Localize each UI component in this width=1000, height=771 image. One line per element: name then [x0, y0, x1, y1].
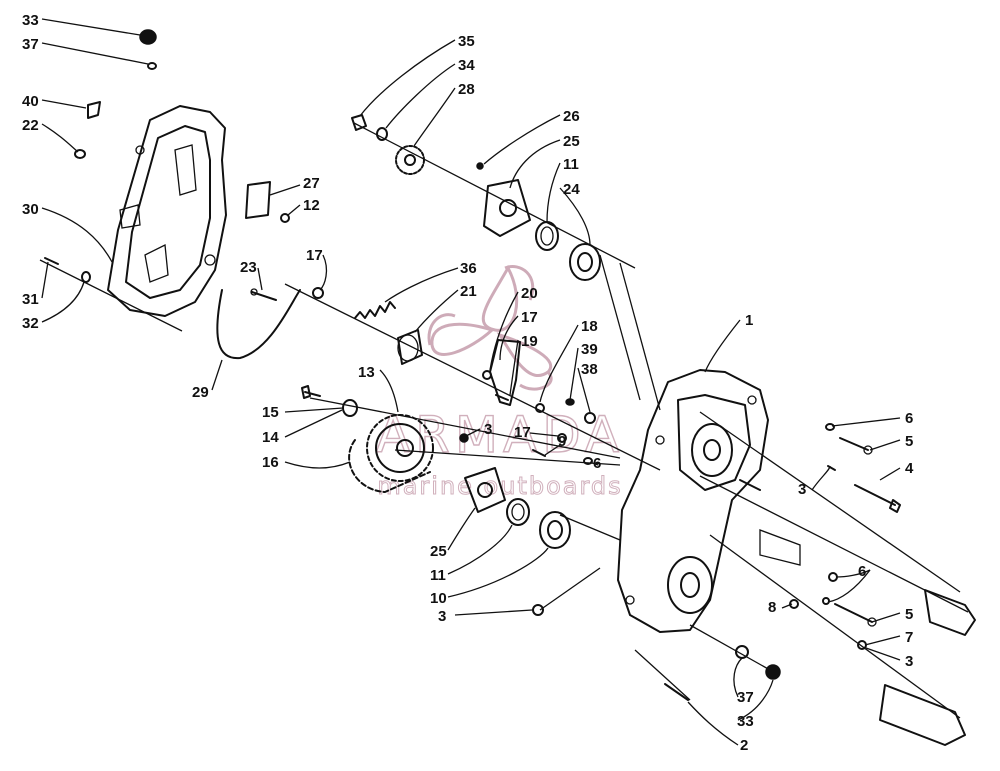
watermark-brand: ARMADA [376, 406, 624, 464]
assembly-axes [39, 122, 969, 719]
callout-6-center: 6 [593, 455, 601, 472]
callout-26: 26 [563, 108, 580, 125]
callout-24: 24 [563, 181, 580, 198]
callout-17-mid: 17 [521, 309, 538, 326]
callout-2: 2 [740, 737, 748, 754]
leader-lines [41, 18, 901, 746]
part-5-bolt-lower [834, 603, 877, 627]
callout-33-bottom: 33 [737, 713, 754, 730]
callout-7: 7 [905, 629, 913, 646]
part-1-chaincase-housing [617, 369, 801, 633]
callout-3-bottom-right: 3 [905, 653, 913, 670]
part-25-bearing-flange-lower [464, 467, 506, 513]
callout-5-top: 5 [905, 433, 913, 450]
part-25-bearing-flange-upper [483, 179, 531, 237]
callout-31: 31 [22, 291, 39, 308]
callout-12: 12 [303, 197, 320, 214]
part-24-bearing [569, 243, 601, 281]
part-21-roller [397, 329, 423, 365]
callout-3-bottom-left: 3 [438, 608, 446, 625]
callout-25-bottom: 25 [430, 543, 447, 560]
callout-28: 28 [458, 81, 475, 98]
callout-21: 21 [460, 283, 477, 300]
callout-18: 18 [581, 318, 598, 335]
callout-22: 22 [22, 117, 39, 134]
driveshaft-lower [879, 684, 966, 746]
callout-9: 9 [558, 433, 566, 450]
callout-37-bottom: 37 [737, 689, 754, 706]
small-hardware [44, 29, 867, 701]
callout-4: 4 [905, 460, 914, 477]
callout-38: 38 [581, 361, 598, 378]
callout-40: 40 [22, 93, 39, 110]
callout-15: 15 [262, 404, 279, 421]
part-10-bearing [539, 511, 571, 549]
callout-37-top: 37 [22, 36, 39, 53]
callout-5-bottom: 5 [905, 606, 913, 623]
part-23-pin [250, 288, 277, 301]
callout-11-bottom: 11 [430, 567, 446, 584]
part-34-washer [376, 127, 388, 141]
part-19-tensioner-arm [489, 339, 521, 406]
part-14-washer [342, 399, 358, 417]
callout-23: 23 [240, 259, 257, 276]
part-35-nut [351, 114, 367, 131]
part-28-sprocket [395, 145, 425, 175]
callout-14: 14 [262, 429, 279, 446]
watermark-tagline: marine outboards [377, 472, 622, 500]
part-30-chaincase-cover [107, 105, 227, 317]
callout-30: 30 [22, 201, 39, 218]
callout-labels: 33 37 40 22 30 31 32 29 23 27 12 17 35 3… [22, 12, 914, 754]
callout-8: 8 [768, 599, 776, 616]
callout-16: 16 [262, 454, 279, 471]
callout-39: 39 [581, 341, 598, 358]
part-11-seal-upper [535, 221, 559, 251]
callout-17-lower: 17 [514, 424, 531, 441]
callout-35: 35 [458, 33, 475, 50]
callout-36: 36 [460, 260, 477, 277]
callout-10: 10 [430, 590, 447, 607]
part-36-spring [354, 301, 396, 319]
callout-20: 20 [521, 285, 538, 302]
part-5-bolt-upper [839, 437, 873, 455]
part-13-sprocket-large [366, 414, 434, 482]
part-16-chain [348, 439, 431, 493]
part-4-bolt [854, 484, 901, 513]
callout-13: 13 [358, 364, 375, 381]
callout-34: 34 [458, 57, 475, 74]
part-27-plate [245, 181, 271, 219]
callout-29: 29 [192, 384, 209, 401]
callout-3-right: 3 [798, 481, 806, 498]
callout-32: 32 [22, 315, 39, 332]
part-11-seal-lower [506, 498, 530, 526]
callout-27: 27 [303, 175, 320, 192]
watermark: ARMADA marine outboards [375, 264, 624, 501]
driveshaft-upper [924, 589, 976, 636]
callout-3-center: 3 [484, 421, 492, 438]
part-15-bolt [301, 385, 321, 399]
callout-6-mid-right: 6 [858, 563, 866, 580]
callout-1: 1 [745, 312, 753, 329]
callout-6-top-right: 6 [905, 410, 913, 427]
callout-17-left: 17 [306, 247, 323, 264]
callout-11-top: 11 [563, 156, 579, 173]
callout-25-top: 25 [563, 133, 580, 150]
callout-33-top: 33 [22, 12, 39, 29]
callout-19: 19 [521, 333, 538, 350]
part-29-cable [216, 289, 301, 360]
